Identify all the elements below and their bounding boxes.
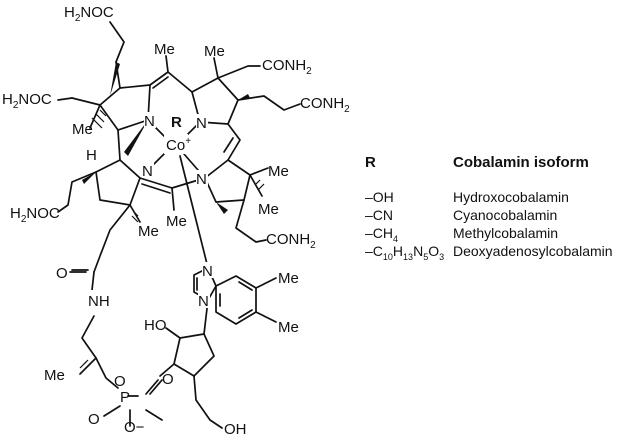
oxygen-minus-label: O− — [124, 419, 145, 436]
hydroxyl-label: OH — [224, 421, 247, 437]
r-ligand-label: R — [171, 114, 182, 131]
amide-nh-label: NH — [88, 293, 110, 310]
methyl-label: Me — [166, 213, 187, 230]
nitrogen-label: N — [144, 113, 155, 130]
table-row: –CN Cyanocobalamin — [365, 206, 640, 224]
hydroxyl-label: HO — [144, 317, 167, 334]
methyl-label: Me — [154, 41, 175, 58]
oxygen-label: O — [88, 411, 100, 428]
nitrogen-label: N — [196, 115, 207, 132]
methyl-label: Me — [204, 43, 225, 60]
h2noc-top-label: H2NOC — [64, 4, 114, 24]
methyl-label: Me — [138, 223, 159, 240]
table-row: –C10H13N5O3 Deoxyadenosylcobalamin — [365, 242, 640, 262]
header-isoform: Cobalamin isoform — [453, 154, 589, 171]
conh2-right-label: CONH2 — [300, 95, 350, 115]
nitrogen-label: N — [196, 171, 207, 188]
nitrogen-label: N — [198, 293, 209, 310]
r-group-formula: –C10H13N5O3 — [365, 243, 445, 262]
phosphorus-label: P — [120, 389, 130, 406]
hydrogen-label: H — [86, 147, 97, 164]
table-row: –OH Hydroxocobalamin — [365, 188, 640, 206]
isoform-name: Methylcobalamin — [453, 225, 559, 241]
r-group-formula: –OH — [365, 189, 394, 205]
h2noc-low-label: H2NOC — [10, 205, 60, 225]
isoform-name: Hydroxocobalamin — [453, 189, 569, 205]
methyl-label: Me — [278, 270, 299, 287]
table-header: R Cobalamin isoform — [365, 152, 640, 174]
atom-labels: H2NOC CONH2 H2NOC CONH2 H2NOC CONH2 Me M… — [2, 4, 350, 437]
h2noc-left-label: H2NOC — [2, 91, 52, 111]
methyl-label: Me — [258, 201, 279, 218]
r-group-formula: –CH4 — [365, 225, 399, 244]
conh2-low-label: CONH2 — [266, 231, 316, 251]
methyl-label: Me — [268, 163, 289, 180]
methyl-label: Me — [44, 367, 65, 384]
r-group-formula: –CN — [365, 207, 394, 223]
nitrogen-label: N — [202, 263, 213, 280]
methyl-label: Me — [278, 319, 299, 336]
table-row: –CH4 Methylcobalamin — [365, 224, 640, 244]
isoform-name: Cyanocobalamin — [453, 207, 558, 223]
conh2-top-label: CONH2 — [262, 57, 312, 77]
header-r: R — [365, 154, 376, 171]
methyl-label: Me — [72, 121, 93, 138]
oxygen-label: O — [56, 265, 68, 282]
bond-lines — [57, 21, 301, 429]
stereo-bonds — [79, 62, 265, 369]
cobalt-label: Co+ — [166, 136, 191, 154]
isoform-name: Deoxyadenosylcobalamin — [453, 243, 613, 259]
oxygen-label: O — [114, 373, 126, 390]
nitrogen-label: N — [142, 163, 153, 180]
oxygen-label: O — [162, 371, 174, 388]
